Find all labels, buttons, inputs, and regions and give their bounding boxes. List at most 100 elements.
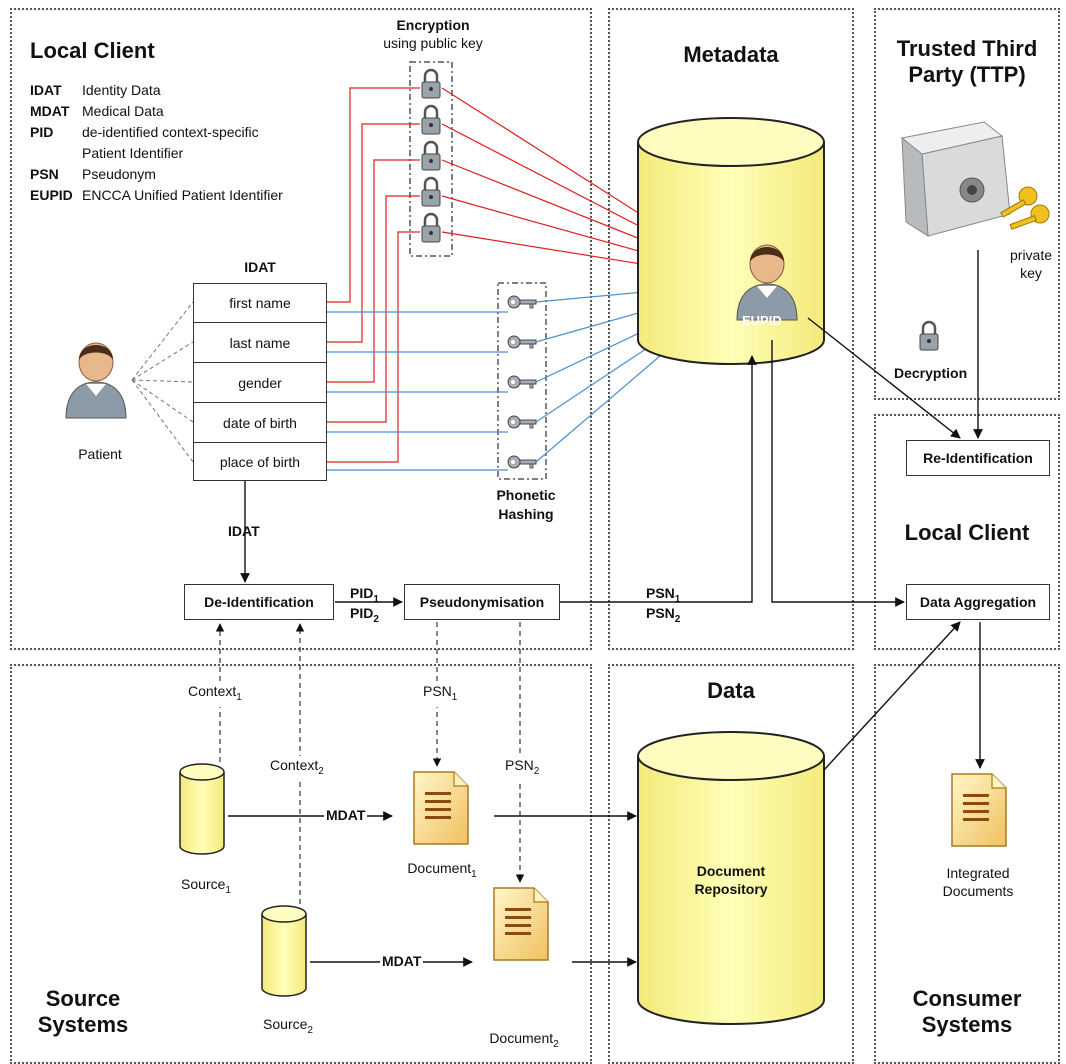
psn2-down-text: PSN — [505, 757, 534, 773]
psn2-sub: 2 — [674, 613, 681, 625]
consumer-systems-title: Consumer Systems — [912, 986, 1022, 1037]
document1-label: Document1 — [407, 860, 476, 880]
lock-icon — [420, 176, 442, 208]
idat-table-header: IDAT — [244, 259, 276, 275]
pid2-label: PID2 — [350, 604, 379, 629]
encryption-group — [409, 61, 453, 257]
context1-sub: 1 — [236, 691, 242, 703]
psn1-down-text: PSN — [423, 683, 452, 699]
idat-arrow-label: IDAT — [228, 523, 260, 539]
repository-label: Document Repository — [694, 863, 768, 897]
legend: IDAT Identity Data MDAT Medical Data PID de… — [30, 80, 283, 206]
legend-value: de-identified context-specific — [82, 124, 259, 140]
legend-key: EUPID — [30, 187, 73, 203]
psn2-label: PSN2 — [646, 604, 680, 629]
source1-text: Source — [181, 876, 226, 892]
context1-text: Context — [188, 683, 237, 699]
pid1-text: PID — [350, 585, 374, 601]
keys-icon — [1000, 186, 1050, 230]
source2-text: Source — [263, 1016, 308, 1032]
patient-links — [131, 301, 194, 463]
local-client-right-title: Local Client — [904, 520, 1030, 545]
legend-value: Patient Identifier — [82, 145, 184, 161]
document1-sub: 1 — [471, 868, 477, 880]
local-client-right-zone — [874, 414, 1060, 650]
source2-label: Source2 — [263, 1016, 313, 1036]
source2-cylinder — [261, 905, 307, 997]
document1-text: Document — [407, 860, 472, 876]
mdat1-label: MDAT — [324, 806, 368, 824]
psn1-text: PSN — [646, 585, 675, 601]
source1-sub: 1 — [225, 884, 231, 896]
repo-to-aggregation-arrow — [823, 621, 961, 771]
patient-avatar — [65, 342, 127, 419]
decryption-label: Decryption — [894, 365, 968, 381]
pid1-label: PID1 — [350, 584, 379, 609]
pid1-sub: 1 — [373, 593, 379, 605]
reidentification-box: Re-Identification — [906, 440, 1050, 476]
psn2-down-sub: 2 — [533, 765, 540, 777]
source2-sub: 2 — [307, 1024, 313, 1036]
key-icon — [507, 415, 537, 429]
psn2-text: PSN — [646, 605, 675, 621]
key-icon — [507, 335, 537, 349]
legend-key: IDAT — [30, 82, 62, 98]
integrated-documents-label: Integrated Documents — [942, 865, 1014, 899]
eupid-to-aggregation-arrow — [771, 340, 905, 607]
document2-sub: 2 — [553, 1038, 559, 1050]
legend-value: Identity Data — [82, 82, 161, 98]
metadata-zone — [608, 8, 854, 650]
lock-icon — [420, 68, 442, 100]
source1-cylinder — [179, 763, 225, 855]
idat-row-last-name: last name — [193, 322, 327, 363]
document2-icon — [493, 887, 549, 961]
encryption-title: Encryption — [396, 17, 470, 33]
psn1-down-sub: 1 — [451, 691, 458, 703]
private-key-label: private key — [1010, 247, 1053, 281]
safe-icon — [900, 121, 1011, 237]
data-title: Data — [707, 678, 755, 703]
local-client-title: Local Client — [30, 38, 155, 63]
ttp-title: Trusted Third Party (TTP) — [896, 36, 1038, 87]
integrated-documents-icon — [951, 773, 1007, 847]
legend-key: MDAT — [30, 103, 70, 119]
idat-row-first-name: first name — [193, 283, 327, 323]
key-icon — [507, 295, 537, 309]
lock-icon — [420, 212, 442, 244]
data-aggregation-box: Data Aggregation — [906, 584, 1050, 620]
eupid-to-reid-arrow — [807, 317, 961, 439]
key-icon — [507, 375, 537, 389]
idat-row-gender: gender — [193, 362, 327, 403]
pid2-text: PID — [350, 605, 374, 621]
context2-sub: 2 — [318, 765, 324, 777]
eupid-label: EUPID — [742, 313, 782, 328]
phonetic-group — [497, 282, 547, 480]
document1-icon — [413, 771, 469, 845]
legend-value: Pseudonym — [82, 166, 156, 182]
ttp-zone — [874, 8, 1060, 400]
key-icon — [507, 455, 537, 469]
psn-to-eupid-arrow — [560, 355, 757, 603]
context2-text: Context — [270, 757, 319, 773]
idat-row-place-of-birth: place of birth — [193, 442, 327, 481]
local-client-zone — [10, 8, 592, 650]
idat-row-date-of-birth: date of birth — [193, 402, 327, 443]
legend-value: Medical Data — [82, 103, 164, 119]
pseudonymisation-box: Pseudonymisation — [404, 584, 560, 620]
psn1-label: PSN1 — [646, 584, 680, 609]
document2-label: Document2 — [489, 1030, 558, 1050]
document2-text: Document — [489, 1030, 554, 1046]
lock-icon — [420, 140, 442, 172]
metadata-title: Metadata — [683, 42, 779, 67]
source1-label: Source1 — [181, 876, 231, 896]
lock-icon — [420, 104, 442, 136]
repository-cylinder — [637, 731, 825, 1025]
patient-label: Patient — [78, 446, 122, 462]
legend-key: PID — [30, 124, 54, 140]
mdat2-label: MDAT — [380, 952, 424, 970]
phonetic-hashing-label-2: Hashing — [498, 506, 554, 522]
context1-label: Context1 — [188, 682, 242, 707]
source-systems-title: Source Systems — [37, 986, 129, 1037]
deidentification-box: De-Identification — [184, 584, 334, 620]
